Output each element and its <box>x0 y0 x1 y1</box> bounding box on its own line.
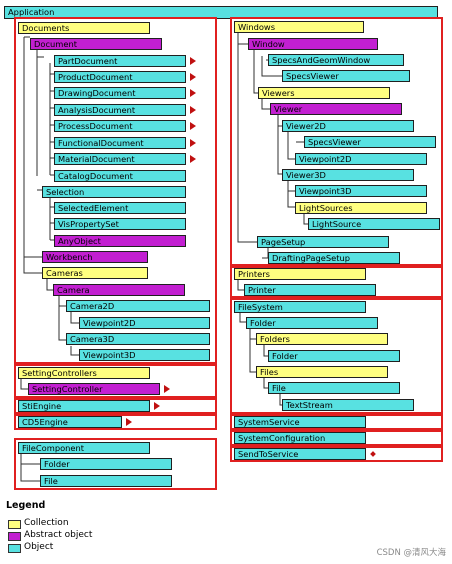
node-material-document: MaterialDocument <box>54 153 186 165</box>
frame-setting-controllers <box>14 364 217 398</box>
node-drafting-page-setup: DraftingPageSetup <box>268 252 400 264</box>
node-specs-and-geom-window: SpecsAndGeomWindow <box>268 54 404 66</box>
node-file-component: FileComponent <box>18 442 150 454</box>
frame-system-configuration <box>230 430 443 446</box>
expand-arrow-icon <box>154 402 160 410</box>
legend-swatch-collection <box>8 520 21 529</box>
frame-printers <box>230 266 443 298</box>
node-viewer2d: Viewer2D <box>282 120 414 132</box>
node-camera3d: Camera3D <box>66 333 210 345</box>
expand-arrow-icon <box>190 106 196 114</box>
node-send-to-service: SendToService <box>234 448 366 460</box>
node-selection: Selection <box>42 186 186 198</box>
node-file-right: File <box>268 382 400 394</box>
node-viewpoint2d-right: Viewpoint2D <box>295 153 427 165</box>
node-page-setup: PageSetup <box>257 236 389 248</box>
node-stl-engine: StiEngine <box>18 400 150 412</box>
node-camera2d: Camera2D <box>66 300 210 312</box>
node-file-system: FileSystem <box>234 301 366 313</box>
node-analysis-document: AnalysisDocument <box>54 104 186 116</box>
node-viewer: Viewer <box>270 103 402 115</box>
node-process-document: ProcessDocument <box>54 120 186 132</box>
frame-send-to-service <box>230 446 443 462</box>
node-text-stream: TextStream <box>282 399 414 411</box>
node-setting-controller: SettingController <box>28 383 160 395</box>
expand-arrow-icon <box>190 139 196 147</box>
frame-stl-engine <box>14 398 217 414</box>
frame-cd5-engine <box>14 414 217 430</box>
node-part-document: PartDocument <box>54 55 186 67</box>
frame-file-component <box>14 438 217 490</box>
legend-label-object: Object <box>24 542 54 552</box>
node-viewers: Viewers <box>258 87 390 99</box>
node-light-source: LightSource <box>308 218 440 230</box>
node-workbench: Workbench <box>42 251 148 263</box>
node-catalog-document: CatalogDocument <box>54 170 186 182</box>
frame-documents <box>14 17 217 364</box>
legend-title: Legend <box>6 500 46 511</box>
node-system-configuration: SystemConfiguration <box>234 432 366 444</box>
node-any-object: AnyObject <box>54 235 186 247</box>
node-vis-property-set: VisPropertySet <box>54 218 186 230</box>
node-product-document: ProductDocument <box>54 71 186 83</box>
node-folder-right: Folder <box>246 317 378 329</box>
expand-arrow-icon <box>190 122 196 130</box>
node-camera: Camera <box>53 284 185 296</box>
node-printers: Printers <box>234 268 366 280</box>
node-cd5-engine: CD5Engine <box>18 416 122 428</box>
node-window: Window <box>248 38 378 50</box>
node-viewpoint2d-left: Viewpoint2D <box>79 317 210 329</box>
node-application: Application <box>4 6 438 19</box>
node-folders: Folders <box>256 333 388 345</box>
frame-file-system <box>230 298 443 414</box>
node-light-sources: LightSources <box>295 202 427 214</box>
frame-system-service <box>230 414 443 430</box>
node-selected-element: SelectedElement <box>54 202 186 214</box>
legend-label-abstract: Abstract object <box>24 530 93 540</box>
expand-arrow-icon <box>190 89 196 97</box>
node-setting-controllers: SettingControllers <box>18 367 150 379</box>
expand-arrow-icon <box>190 57 196 65</box>
node-folder-sub: Folder <box>268 350 400 362</box>
node-functional-document: FunctionalDocument <box>54 137 186 149</box>
node-viewer3d: Viewer3D <box>282 169 414 181</box>
node-system-service: SystemService <box>234 416 366 428</box>
expand-arrow-icon <box>126 418 132 426</box>
expand-arrow-icon <box>164 385 170 393</box>
legend-label-collection: Collection <box>24 518 69 528</box>
node-folder-left: Folder <box>40 458 172 470</box>
node-specs-viewer-b: SpecsViewer <box>304 136 436 148</box>
node-viewpoint3d-right: Viewpoint3D <box>295 185 427 197</box>
node-cameras: Cameras <box>42 267 148 279</box>
node-files: Files <box>256 366 388 378</box>
expand-arrow-icon <box>190 155 196 163</box>
node-windows: Windows <box>234 21 364 33</box>
node-viewpoint3d-left: Viewpoint3D <box>79 349 210 361</box>
node-documents: Documents <box>18 22 150 34</box>
watermark: CSDN @清风大海 <box>376 548 446 558</box>
node-file-left: File <box>40 475 172 487</box>
node-drawing-document: DrawingDocument <box>54 87 186 99</box>
legend-swatch-object <box>8 544 21 553</box>
node-document: Document <box>30 38 162 50</box>
node-printer: Printer <box>244 284 376 296</box>
frame-windows <box>230 17 443 266</box>
legend-swatch-abstract <box>8 532 21 541</box>
expand-arrow-icon <box>190 73 196 81</box>
node-specs-viewer-a: SpecsViewer <box>282 70 410 82</box>
